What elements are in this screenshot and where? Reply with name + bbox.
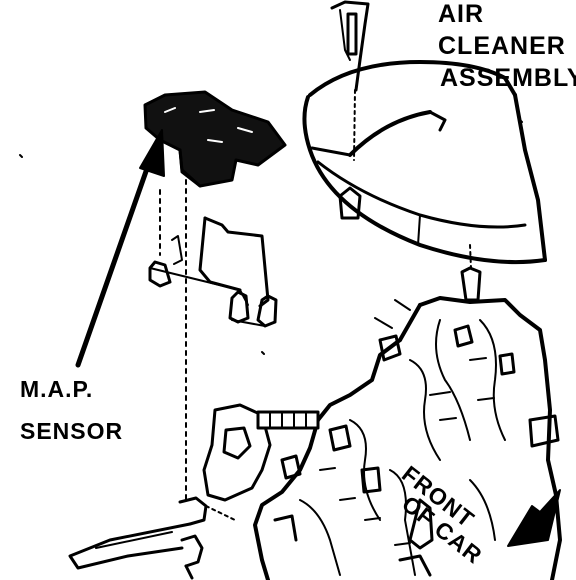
mounting-bracket	[148, 216, 278, 328]
guide-lines	[159, 179, 187, 501]
air-cleaner-label-line1: AIR	[438, 0, 485, 28]
air-cleaner-label-line3: ASSEMBLY	[440, 64, 576, 92]
carburetor-stud	[460, 244, 482, 302]
map-sensor-label-line1: M.A.P.	[20, 376, 94, 402]
carburetor-body	[202, 296, 562, 580]
map-sensor	[143, 90, 287, 188]
air-cleaner-stud	[330, 0, 370, 92]
air-cleaner-label-line2: CLEANER	[438, 32, 566, 60]
air-cleaner-assembly	[302, 60, 547, 265]
map-sensor-arrow	[75, 129, 165, 368]
vacuum-hose	[68, 496, 236, 580]
map-sensor-label-line2: SENSOR	[20, 418, 124, 444]
front-of-car-arrow	[507, 489, 561, 547]
